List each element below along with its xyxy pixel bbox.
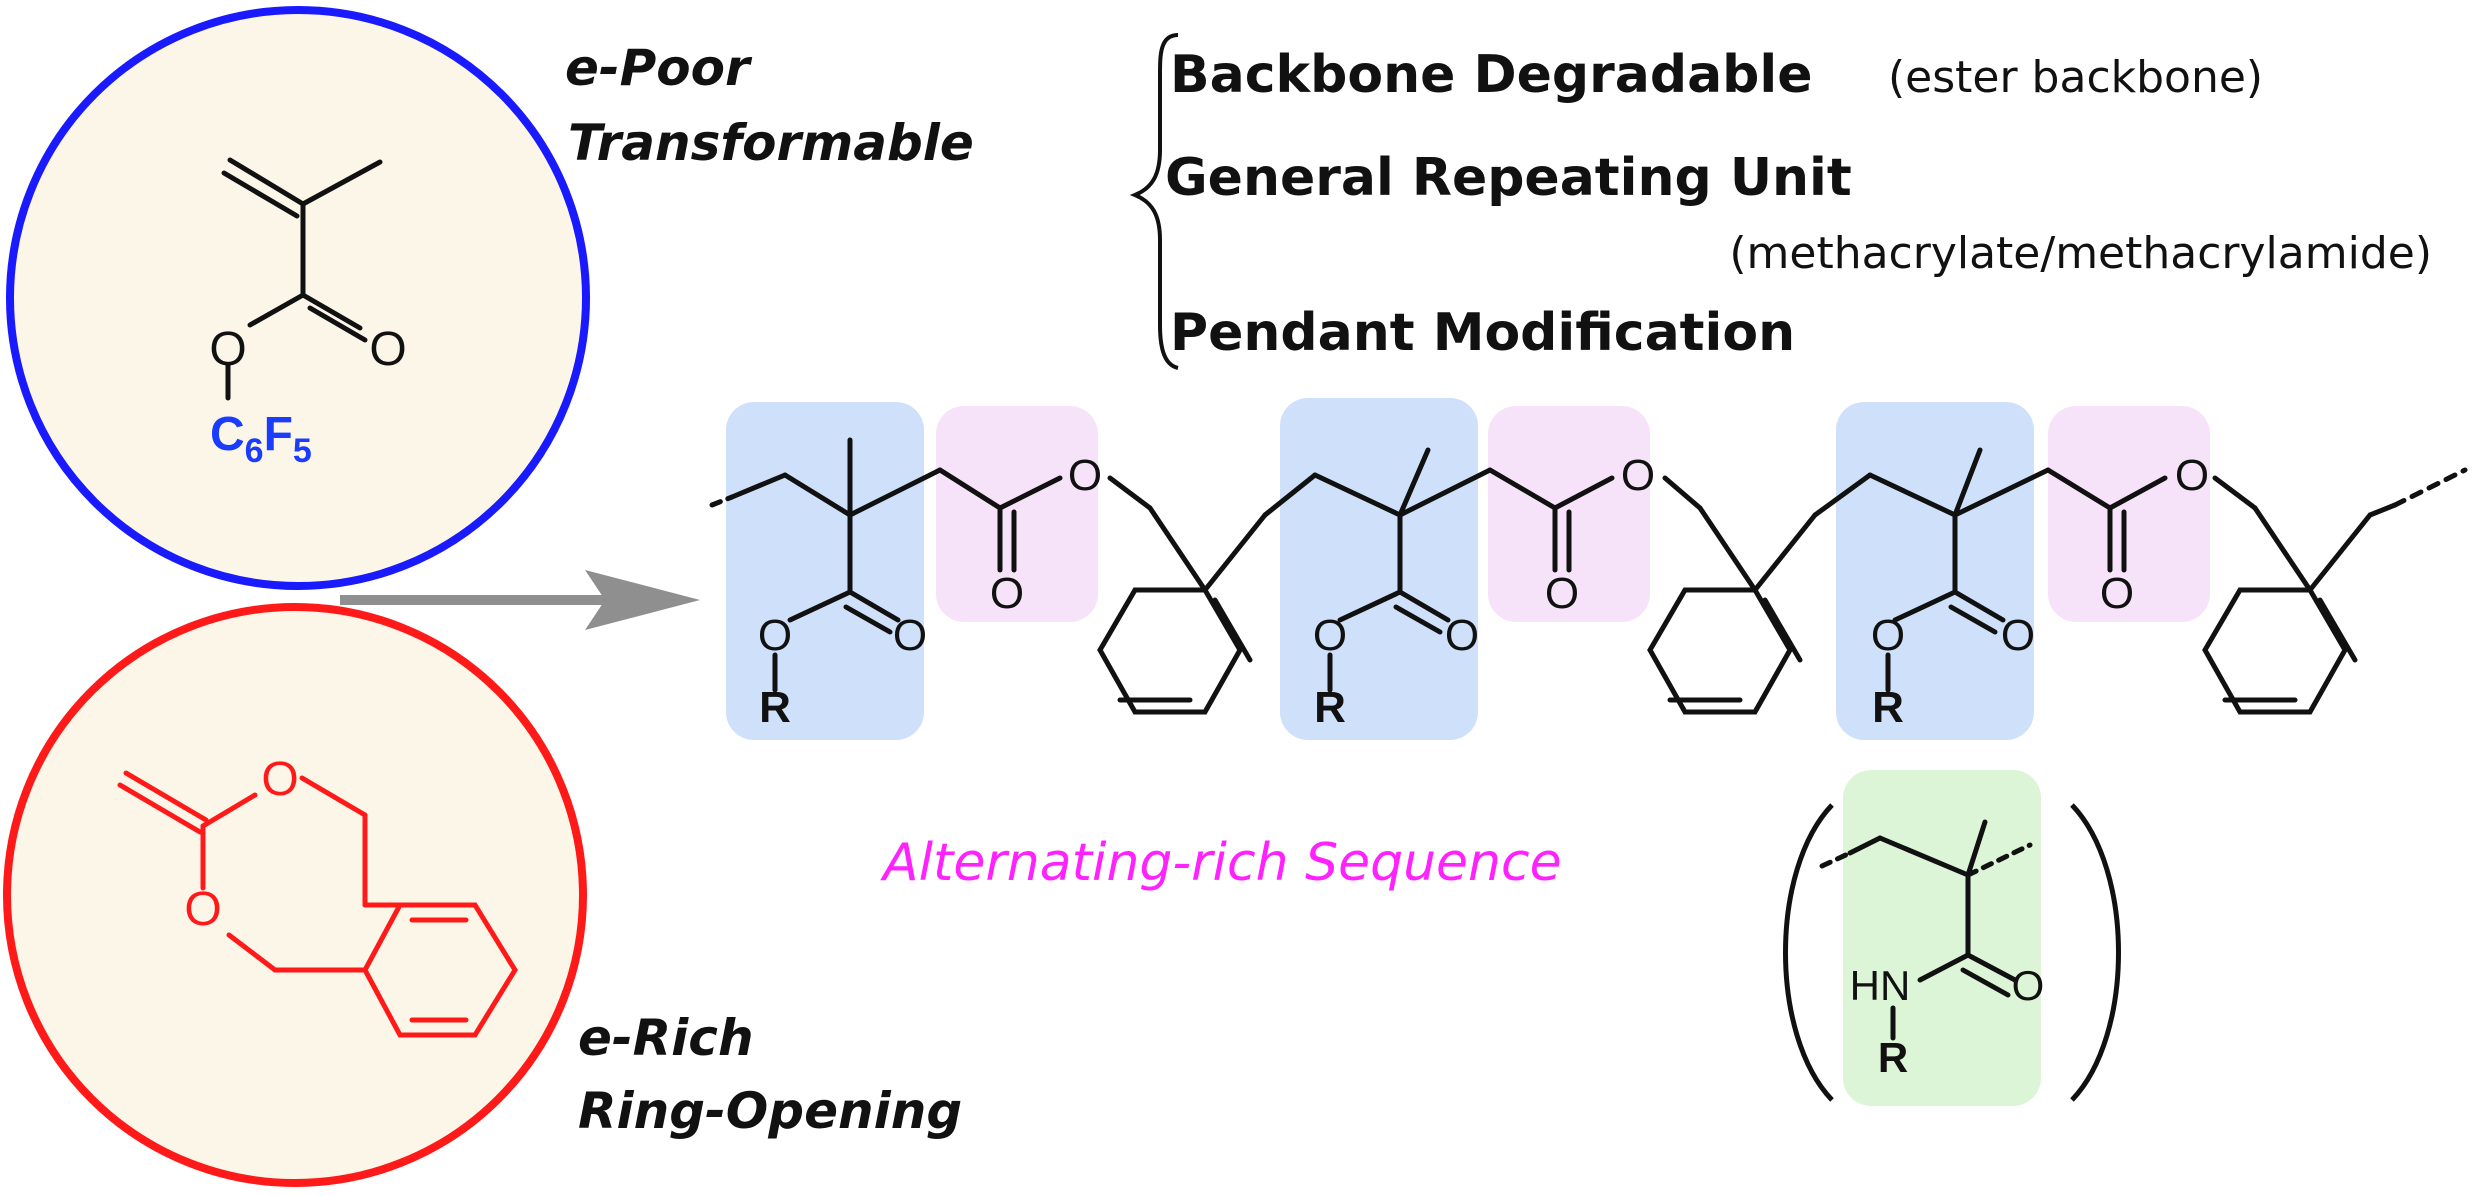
pfpma-ester-oxygen: O — [209, 323, 246, 376]
unit2-side-oxygen: O — [1313, 611, 1347, 660]
left-parenthesis — [1783, 803, 1834, 1102]
highlight-boxes — [726, 398, 2210, 740]
unit2-chain-oxygen: O — [1621, 451, 1655, 500]
amide-bonds — [1819, 819, 2033, 1041]
pfpma-label-line1: e-Poor — [565, 39, 753, 97]
sequence-label: Alternating-rich Sequence — [880, 833, 1562, 893]
unit3-chain-carbonyl-oxygen: O — [2100, 569, 2134, 618]
right-parenthesis — [2070, 803, 2121, 1102]
feature-list: Backbone Degradable (ester backbone) Gen… — [1129, 33, 2432, 370]
feature-pendant-title: Pendant Modification — [1170, 303, 1795, 363]
polymer-chain: O R O O O O R O O O O R O O O — [709, 398, 2468, 740]
pfpma-sub-c: C — [210, 408, 245, 461]
feature-repeating-title: General Repeating Unit — [1165, 148, 1852, 208]
polymer-unit-3: O R O O O — [1871, 451, 2209, 732]
bmdo-oxygen-2: O — [184, 883, 221, 936]
unit3-chain-oxygen: O — [2175, 451, 2209, 500]
unit1-chain-carbonyl-oxygen: O — [990, 569, 1024, 618]
feature-backbone-title: Backbone Degradable — [1170, 45, 1812, 105]
pfpma-sub-6: 6 — [245, 432, 264, 470]
amide-hn: HN — [1850, 962, 1911, 1009]
pfpma-structure — [221, 157, 383, 401]
pfpma-sub-5: 5 — [293, 432, 312, 470]
feature-repeating-note: (methacrylate/methacrylamide) — [1729, 228, 2432, 279]
unit3-carbonyl-oxygen: O — [2001, 611, 2035, 660]
pfpma-carbonyl-oxygen: O — [369, 323, 406, 376]
methacrylamide-unit: HN O R — [1783, 770, 2121, 1106]
methacrylate-highlight-3 — [1836, 402, 2034, 740]
unit3-r-group: R — [1872, 683, 1904, 732]
unit2-r-group: R — [1314, 683, 1346, 732]
monomer-bmdo-circle — [3, 603, 587, 1187]
pfpma-sub-f: F — [264, 408, 293, 461]
bmdo-structure — [117, 770, 518, 1038]
amide-highlight — [1843, 770, 2041, 1106]
unit1-side-oxygen: O — [758, 611, 792, 660]
feature-brace — [1129, 33, 1179, 370]
bmdo-label-line2: Ring-Opening — [578, 1082, 962, 1140]
pfpma-label-line2: Transformable — [568, 114, 974, 172]
monomer-bmdo: O O — [3, 603, 587, 1187]
ester-highlight-3 — [2048, 406, 2210, 622]
methacrylate-highlight-1 — [726, 402, 924, 740]
ester-highlight-1 — [936, 406, 1098, 622]
monomer-pfpma: O O C6F5 — [6, 6, 590, 590]
methacrylate-highlight-2 — [1280, 398, 1478, 740]
polymer-bonds — [709, 437, 2468, 715]
pfpma-substituent: C6F5 — [210, 408, 312, 470]
bmdo-label-line1: e-Rich — [578, 1009, 754, 1067]
amide-r-group: R — [1878, 1034, 1908, 1081]
unit2-chain-carbonyl-oxygen: O — [1545, 569, 1579, 618]
unit1-carbonyl-oxygen: O — [893, 611, 927, 660]
polymer-unit-2: O R O O O — [1313, 451, 1655, 732]
reaction-arrow — [340, 570, 700, 630]
bmdo-oxygen-1: O — [261, 753, 298, 806]
unit1-chain-oxygen: O — [1068, 451, 1102, 500]
polymer-unit-1: O R O O O — [758, 451, 1102, 732]
unit2-carbonyl-oxygen: O — [1445, 611, 1479, 660]
amide-carbonyl-oxygen: O — [2012, 962, 2045, 1009]
unit3-side-oxygen: O — [1871, 611, 1905, 660]
unit1-r-group: R — [759, 683, 791, 732]
feature-backbone-note: (ester backbone) — [1888, 52, 2263, 103]
